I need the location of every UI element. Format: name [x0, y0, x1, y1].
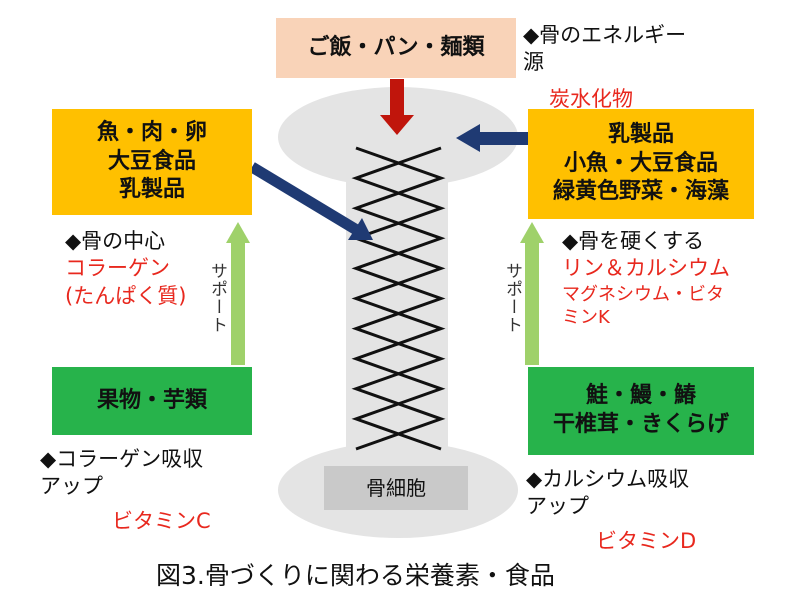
collagen-strand — [351, 146, 446, 451]
navy-arrow-right — [456, 124, 528, 152]
left-top-food-line: 魚・肉・卵 — [96, 120, 207, 146]
right-bottom-food-line: 鮭・鰻・鰆 — [585, 383, 696, 409]
calcium-absorb-line1: ◆カルシウム吸収 — [526, 467, 690, 491]
figure-caption: 図3.骨づくりに関わる栄養素・食品 — [156, 561, 555, 590]
energy-note-line2: 源 — [523, 50, 544, 75]
collagen-strand — [351, 146, 446, 451]
right-top-food-line: 乳製品 — [607, 122, 674, 148]
energy-note: ◆骨のエネルギー 源 — [523, 22, 783, 77]
support-label-right: サポート — [502, 262, 522, 334]
bone-shaft — [346, 137, 448, 477]
collagen-note: ◆骨の中心 コラーゲン (たんぱく質) — [65, 228, 265, 310]
red-arrow — [380, 79, 414, 135]
calcium-absorb-line2: アップ — [526, 494, 589, 519]
collagen-nutrient-sub: (たんぱく質) — [65, 283, 187, 308]
collagen-lattice — [351, 146, 446, 451]
collagen-nutrient: コラーゲン — [65, 256, 170, 281]
right-top-food-box: 乳製品 小魚・大豆食品 緑黄色野菜・海藻 — [528, 109, 754, 219]
right-bottom-food-line: 干椎茸・きくらげ — [552, 412, 729, 437]
bone-cell-label: 骨細胞 — [366, 476, 426, 500]
left-bottom-food-label: 果物・芋類 — [96, 387, 207, 413]
energy-note-line1: ◆骨のエネルギー — [523, 23, 687, 47]
collagen-absorb-note: ◆コラーゲン吸収 アップ — [40, 446, 280, 501]
hardening-nutrient: リン＆カルシウム — [562, 256, 730, 281]
energy-nutrient: 炭水化物 — [549, 87, 633, 111]
top-food-box: ご飯・パン・麺類 — [276, 18, 516, 78]
green-arrow-left — [226, 222, 250, 365]
collagen-absorb-line1: ◆コラーゲン吸収 — [40, 447, 204, 471]
right-top-food-line: 緑黄色野菜・海藻 — [552, 179, 729, 205]
collagen-absorb-line2: アップ — [40, 474, 103, 499]
vitamin-c-label: ビタミンC — [112, 509, 211, 533]
calcium-absorb-note: ◆カルシウム吸収 アップ — [526, 466, 786, 521]
top-food-label: ご飯・パン・麺類 — [307, 34, 485, 60]
left-top-food-box: 魚・肉・卵 大豆食品 乳製品 — [52, 109, 252, 215]
green-arrow-right — [520, 222, 544, 365]
right-top-food-line: 小魚・大豆食品 — [563, 150, 718, 176]
hardening-nutrient-sub1: マグネシウム・ビタ — [562, 283, 724, 305]
vitamin-d-label: ビタミンD — [596, 529, 697, 553]
right-bottom-food-box: 鮭・鰻・鰆 干椎茸・きくらげ — [528, 367, 754, 455]
left-top-food-line: 大豆食品 — [107, 148, 196, 174]
bone-cell-box: 骨細胞 — [324, 466, 468, 510]
left-bottom-food-box: 果物・芋類 — [52, 367, 252, 435]
hardening-note-marker: ◆骨を硬くする — [562, 229, 705, 253]
collagen-note-marker: ◆骨の中心 — [65, 229, 166, 253]
navy-arrow-left — [249, 162, 373, 240]
hardening-note: ◆骨を硬くする リン＆カルシウム マグネシウム・ビタ ミンK — [562, 228, 798, 329]
hardening-nutrient-sub2: ミンK — [562, 306, 610, 328]
support-label-left: サポート — [207, 262, 227, 334]
left-top-food-line: 乳製品 — [118, 177, 185, 203]
